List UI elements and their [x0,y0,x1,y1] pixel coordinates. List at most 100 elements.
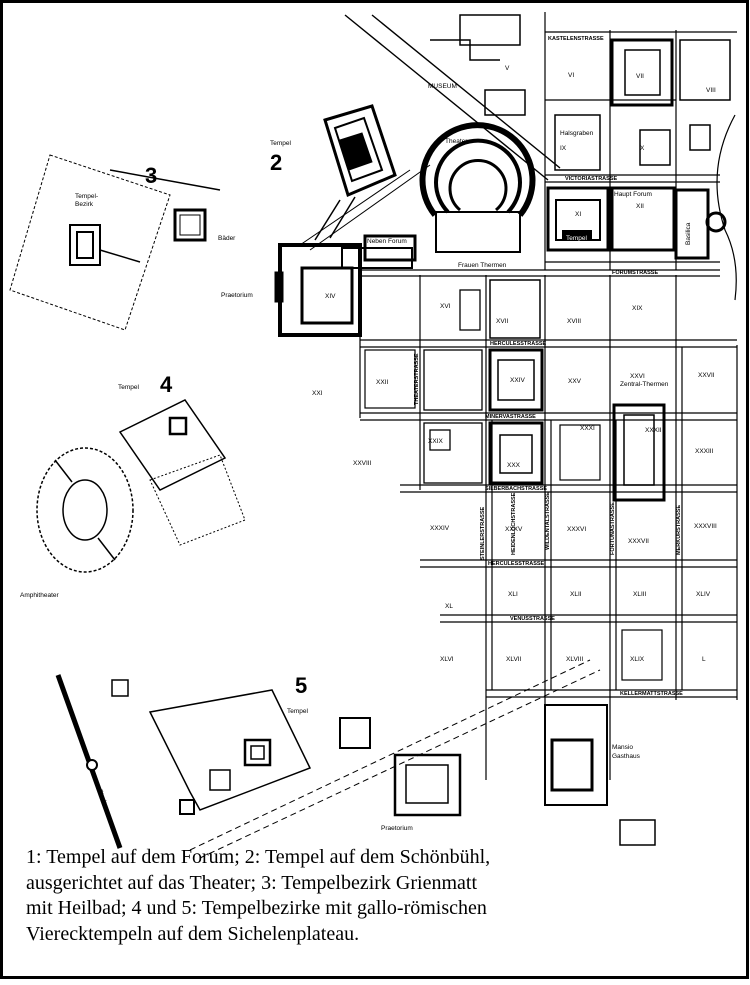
street-heidenloch: HEIDENLOCHSTRASSE [511,492,517,555]
insula-label: XVII [496,318,508,325]
label-praetorium-2: Praetorium [381,825,413,832]
label-tempel-5: Tempel [287,708,309,715]
insula-label: XXXI [580,425,595,432]
praetorium-lower [339,717,462,817]
insula-label: XXXII [645,427,662,434]
wall-tower [86,759,98,771]
street-hercules-2: HERCULESSTRASSE [488,561,545,567]
label-tempel-forum: Tempel [566,235,588,242]
insula-label: XXIX [428,438,443,445]
insula-label: XXVII [698,372,715,379]
insula-label: XXXVI [567,526,586,533]
tempelbezirk-grienmatt [9,154,221,331]
caption-line-1: 1: Tempel auf dem Forum; 2: Tempel auf d… [26,846,491,868]
caption-line-4: Vierecktempeln auf dem Sichelenplateau. [26,922,360,945]
insula-label: XLII [570,591,582,598]
street-forum: FORUMSTRASSE [612,270,658,276]
street-hercules: HERCULESSTRASSE [490,341,547,347]
insula-label: XVI [440,303,451,310]
label-amphitheater: Amphitheater [20,592,59,599]
insula-label: XLIX [630,656,645,663]
label-tempel-2: Tempel [270,140,292,147]
insula-label: XLIII [633,591,647,598]
amphitheater [36,447,134,573]
insula-label: XXXIII [695,448,714,455]
label-tempel-4: Tempel [118,384,140,391]
street-venus: VENUSSTRASSE [510,616,555,622]
label-gasthaus: Gasthaus [612,753,641,760]
label-basilica: Basilica [685,222,692,245]
area-number-2: 2 [270,150,282,175]
insula-numbers: V VI VII VIII IX X XI XII XIV XVI XVII X… [312,65,717,663]
tempel-5-area [111,679,312,815]
label-tempelbezirk-2: Bezirk [75,201,94,208]
label-museum: MUSEUM [428,83,457,90]
insula-label: XXVIII [353,460,372,467]
insula-label: XIX [632,305,643,312]
caption-line-2: ausgerichtet auf das Theater; 3: Tempelb… [26,871,478,894]
label-neben-forum: Neben Forum [367,238,407,245]
street-kastelen: KASTELENSTRASSE [548,36,604,42]
insula-label: V [505,65,510,72]
street-steinler: STEINLERSTRASSE [480,506,486,560]
street-minerva: MINERVASTRASSE [485,414,536,420]
insula-label: XXV [568,378,582,385]
caption-line-3: mit Heilbad; 4 und 5: Tempelbezirke mit … [26,897,487,919]
insula-label: XL [445,603,453,610]
city-grid [359,12,738,780]
insula-label: IX [560,145,567,152]
map-labels: 2 3 4 5 Tempel Tempel Tempel Tempel- Bez… [20,36,692,832]
tempel-4-area [118,399,246,546]
insula-label: XXXVIII [694,523,717,530]
label-frauen-thermen: Frauen Thermen [458,262,507,269]
area-number-3: 3 [145,163,157,188]
insula-label: XII [636,203,644,210]
insula-label: VI [568,72,574,79]
label-stadtmauer: Stadtmauer [96,788,113,823]
insula-label: XIV [325,293,336,300]
label-bader: Bäder [218,235,236,242]
street-kellermatt: KELLERMATTSTRASSE [620,691,683,697]
insula-label: XXXV [505,526,523,533]
insula-label: XLIV [696,591,711,598]
street-victoria: VICTORIASTRASSE [565,176,617,182]
label-tempelbezirk-1: Tempel- [75,193,98,200]
insula-label: XLVI [440,656,454,663]
street-theater: THEATERSTRASSE [414,353,420,405]
insula-label: XXX [507,462,521,469]
insula-label: XXXIV [430,525,450,532]
tempel-2-schoenbuehl [314,104,397,241]
insula-label: XLVII [506,656,522,663]
street-wildental: WILDENTALSTRASSE [545,492,551,550]
insula-label: VIII [706,87,716,94]
theater [363,122,536,262]
insula-label: XXXVII [628,538,649,545]
upper-fragments [430,14,731,171]
insula-label: L [702,656,706,663]
insula-blocks [364,279,666,681]
insula-label: XXI [312,390,323,397]
street-silberbach: SILBERBACHSTRASSE [485,486,547,492]
label-theater: Theater [445,138,468,145]
street-merkur: MERKURSTRASSE [676,505,682,555]
insula-label: XVIII [567,318,581,325]
label-mansio: Mansio [612,744,633,751]
label-haupt-forum: Haupt Forum [614,191,652,198]
insula-label: XXII [376,379,388,386]
street-fortuna: FORTUNASTRASSE [610,502,616,555]
insula-label: XI [575,211,581,218]
insula-label: X [640,145,645,152]
haupt-forum [546,186,727,260]
praetorium-insula-xiv [274,243,413,337]
insula-label: XXVI [630,373,645,380]
label-halsgraben: Halsgraben [560,130,594,137]
label-praetorium-1: Praetorium [221,292,253,299]
figure-caption: 1: Tempel auf dem Forum; 2: Tempel auf d… [26,845,726,947]
area-number-4: 4 [160,372,173,397]
label-zentral-thermen: Zentral-Thermen [620,381,669,388]
insula-label: XLVIII [566,656,583,663]
insula-label: XXIV [510,377,525,384]
mansio-gasthaus [544,704,656,846]
